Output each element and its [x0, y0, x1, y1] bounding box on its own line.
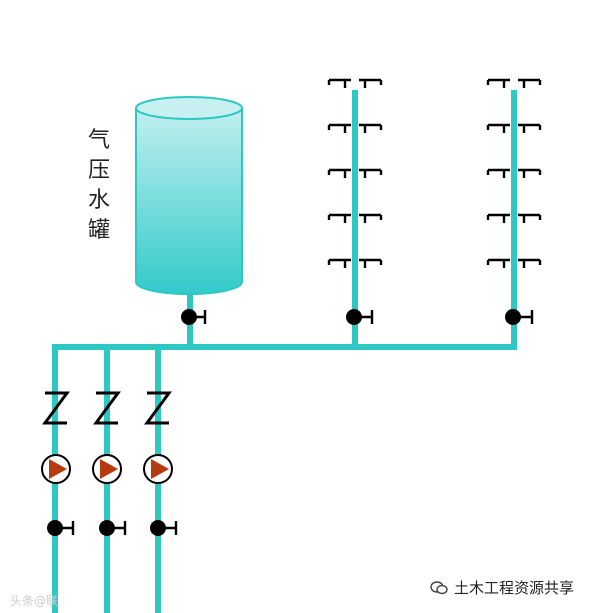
- tank-label-char: 压: [87, 158, 110, 183]
- wechat-icon: [430, 581, 448, 595]
- watermark-right-text: 土木工程资源共享: [454, 579, 575, 597]
- gate-valve-icon: [47, 520, 75, 536]
- check-valve-icon: [42, 391, 70, 425]
- faucet-icon: [486, 78, 542, 90]
- pressure-tank-icon: [135, 96, 243, 295]
- pump-icon: [41, 454, 71, 484]
- gate-valve-icon: [181, 309, 207, 325]
- pump-icon: [143, 454, 173, 484]
- gate-valve-icon: [505, 309, 534, 325]
- check-valve-icon: [93, 391, 121, 425]
- tank-label-char: 罐: [87, 218, 110, 243]
- watermark-left: 头条@联: [10, 594, 59, 608]
- check-valve-icon: [144, 391, 172, 425]
- tank-label-char: 气: [87, 128, 110, 153]
- tank-label-char: 水: [87, 188, 110, 213]
- gate-valve-icon: [99, 520, 127, 536]
- watermark-right: 土木工程资源共享: [430, 577, 574, 598]
- gate-valve-icon: [150, 520, 178, 536]
- faucet-icon: [327, 78, 383, 90]
- gate-valve-icon: [346, 309, 374, 325]
- tank-label: 气 压 水 罐: [84, 126, 114, 246]
- pump-icon: [92, 454, 122, 484]
